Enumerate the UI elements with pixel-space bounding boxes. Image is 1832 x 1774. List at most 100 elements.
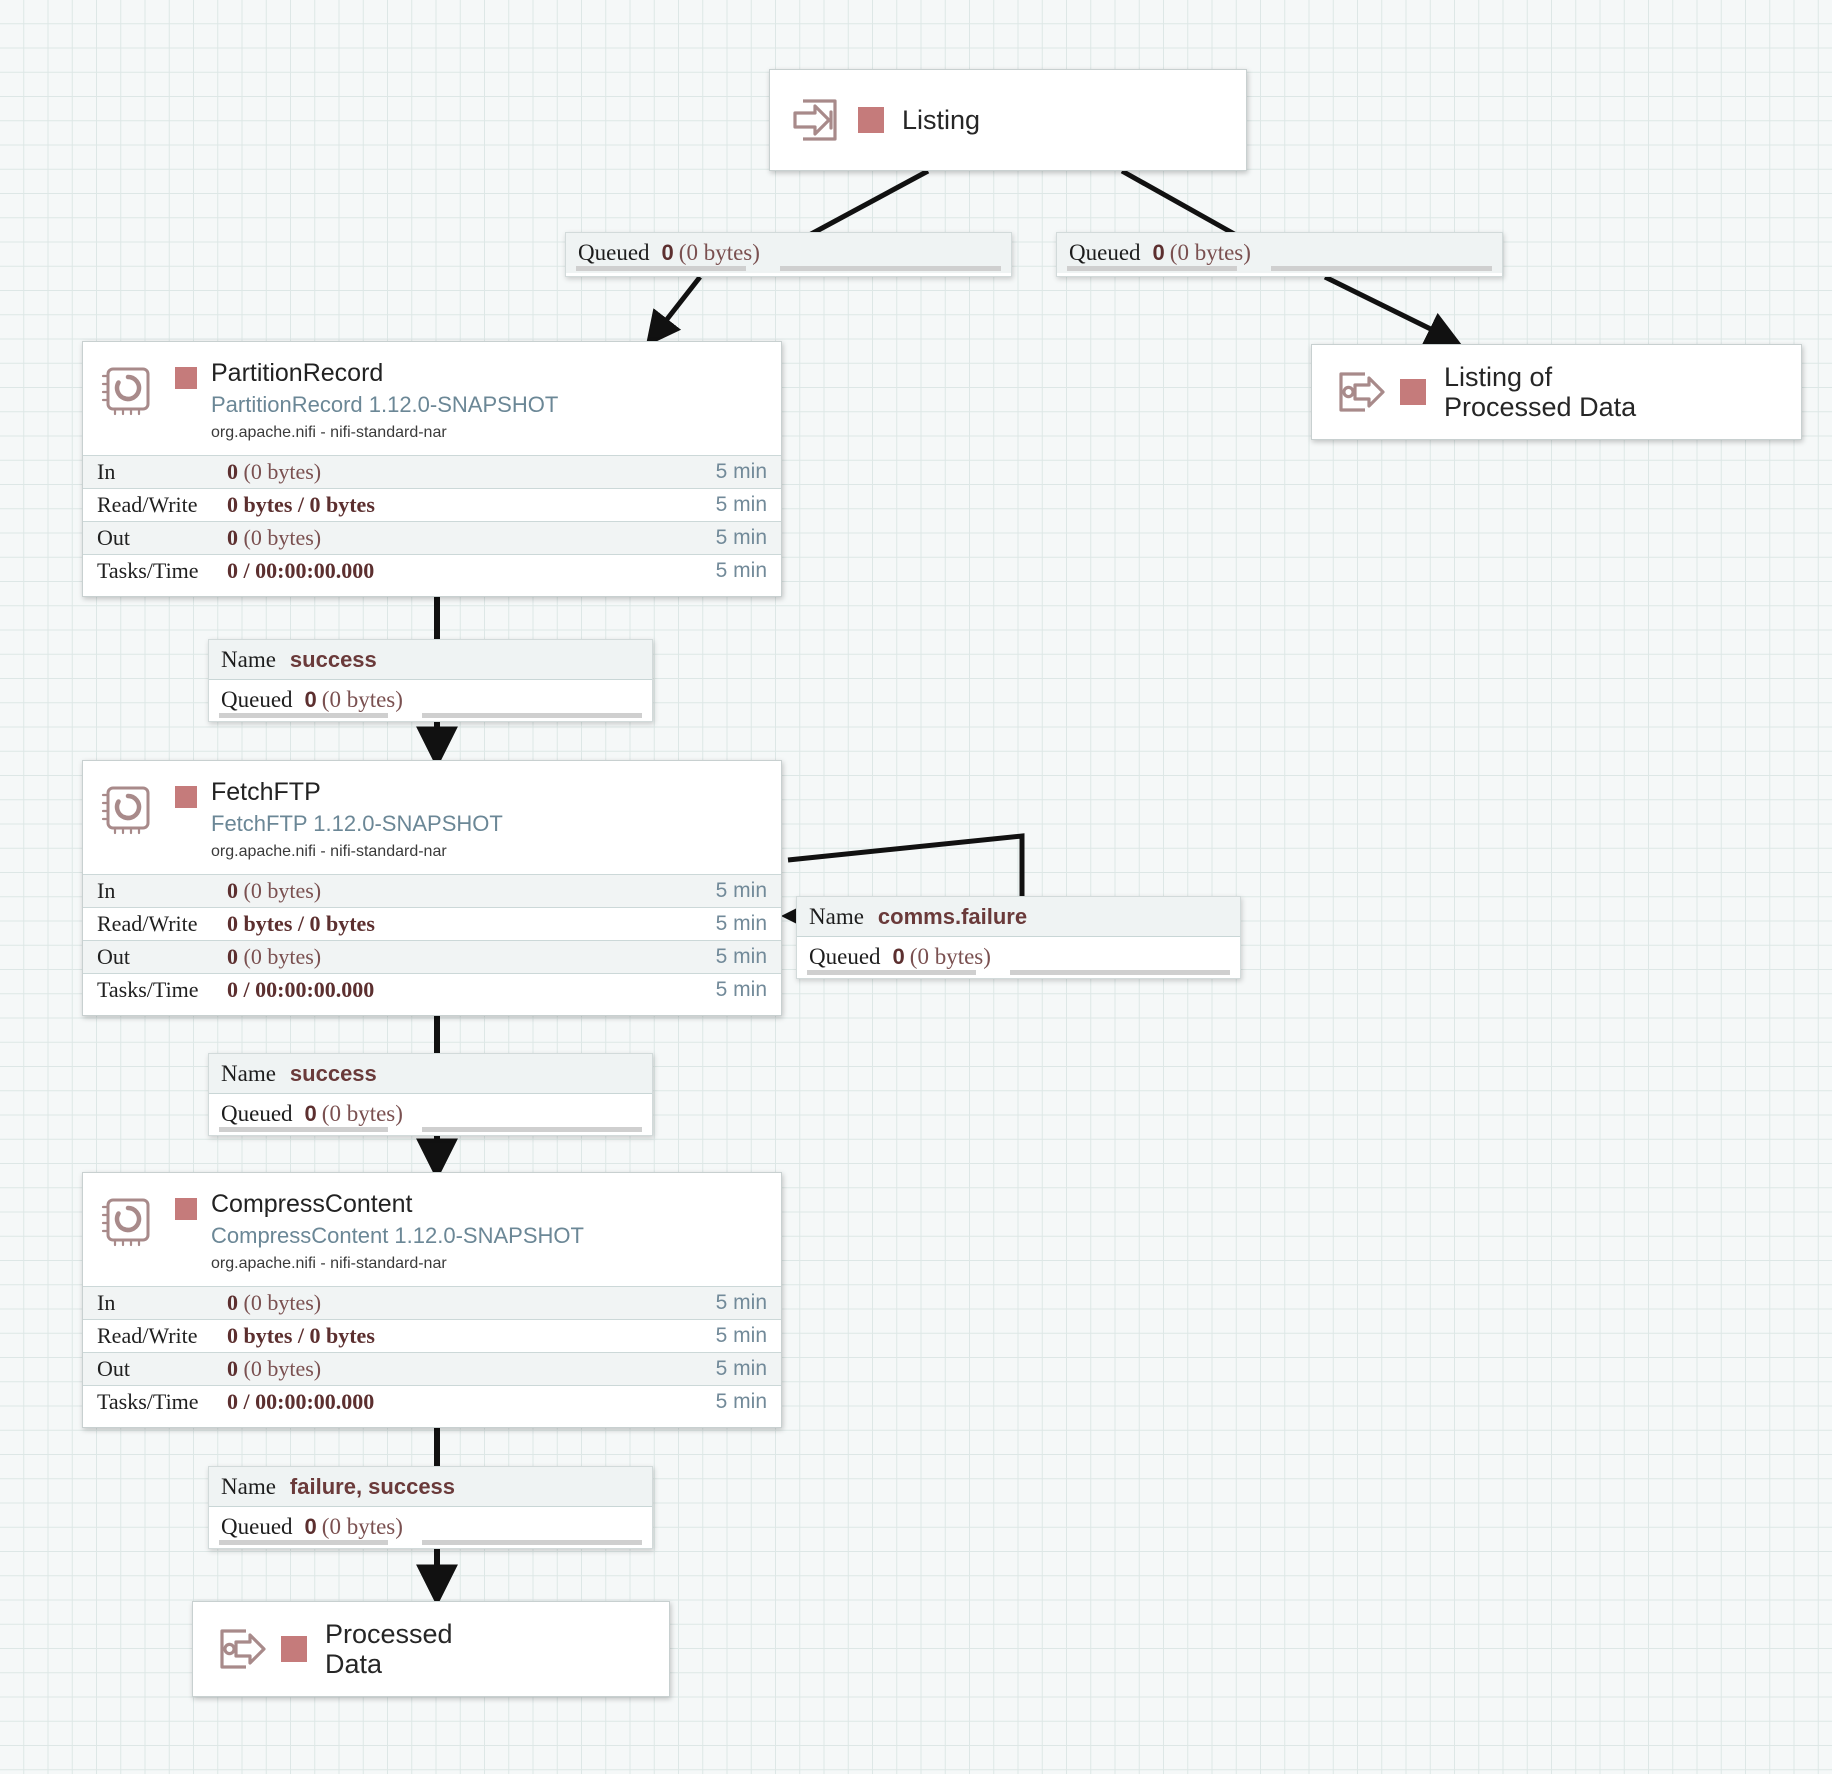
queued-key: Queued [578, 240, 650, 265]
node-output-port-processed-data[interactable]: Processed Data [192, 1601, 670, 1697]
connection-label-listing-to-listing-of-processed[interactable]: Queued 0 (0 bytes) [1056, 232, 1503, 277]
stat-label: Tasks/Time [97, 977, 199, 1003]
connection-name-key: Name [809, 903, 864, 929]
queued-row: Queued 0 (0 bytes) [209, 1507, 652, 1547]
stat-time: 5 min [715, 945, 767, 969]
queued-row: Queued 0 (0 bytes) [1057, 233, 1502, 273]
connection-name-row: Name success [209, 640, 652, 680]
stat-label: Read/Write [97, 1323, 198, 1349]
connection-name-row: Name comms.failure [797, 897, 1240, 937]
stat-value-bold: 0 / 00:00:00.000 [227, 977, 375, 1003]
output-port-icon [1330, 364, 1386, 420]
stat-value-bold: 0 / 00:00:00.000 [227, 558, 375, 584]
stat-label: Out [97, 525, 130, 551]
queue-capacity-bars [797, 970, 1240, 975]
node-processor-fetchftp[interactable]: FetchFTP FetchFTP 1.12.0-SNAPSHOT org.ap… [82, 760, 782, 1016]
stat-row-out: Out 0 (0 bytes) 5 min [83, 940, 781, 974]
connection-label-listing-to-partitionrecord[interactable]: Queued 0 (0 bytes) [565, 232, 1012, 277]
processor-header: PartitionRecord PartitionRecord 1.12.0-S… [83, 342, 781, 456]
node-input-port-listing[interactable]: Listing [769, 69, 1247, 171]
node-processor-compresscontent[interactable]: CompressContent CompressContent 1.12.0-S… [82, 1172, 782, 1428]
queued-bytes: (0 bytes) [1169, 240, 1251, 265]
status-swatch [175, 786, 197, 808]
processor-header: FetchFTP FetchFTP 1.12.0-SNAPSHOT org.ap… [83, 761, 781, 875]
stat-time: 5 min [715, 1357, 767, 1381]
stat-row-in: In 0 (0 bytes) 5 min [83, 455, 781, 489]
edge-right-queued-to-listing-of-processed [1323, 274, 1462, 345]
processor-type-version: FetchFTP 1.12.0-SNAPSHOT [211, 811, 503, 836]
stat-value: 0 / 00:00:00.000 [227, 558, 716, 584]
queued-count: 0 [304, 1101, 317, 1126]
edge-listing-to-right-queued [1120, 168, 1247, 243]
stat-value-bold: 0 bytes / 0 bytes [227, 911, 375, 937]
queued-row: Queued 0 (0 bytes) [566, 233, 1011, 273]
connection-name-value: success [289, 1060, 377, 1086]
stat-value: 0 (0 bytes) [227, 878, 716, 904]
queued-key: Queued [221, 687, 293, 712]
node-processor-partitionrecord[interactable]: PartitionRecord PartitionRecord 1.12.0-S… [82, 341, 782, 597]
queued-key: Queued [1069, 240, 1141, 265]
connection-name-key: Name [221, 646, 276, 672]
processor-icon [97, 360, 159, 422]
stat-value: 0 bytes / 0 bytes [227, 1323, 716, 1349]
output-port-label: Listing of Processed Data [1444, 361, 1637, 423]
connection-name-value: failure, success [289, 1473, 456, 1499]
stat-value: 0 bytes / 0 bytes [227, 911, 716, 937]
stat-label: Out [97, 944, 130, 970]
connection-label-fetchftp-to-compresscontent[interactable]: Name success Queued 0 (0 bytes) [208, 1053, 653, 1136]
queued-bytes: (0 bytes) [321, 1514, 403, 1539]
connection-name-key: Name [221, 1060, 276, 1086]
processor-icon [97, 1191, 159, 1253]
stat-value: 0 / 00:00:00.000 [227, 1389, 716, 1415]
stat-row-out: Out 0 (0 bytes) 5 min [83, 521, 781, 555]
queue-capacity-bars [566, 266, 1011, 271]
processor-name: FetchFTP [211, 778, 321, 806]
edge-fetchftp-comms-failure-loop [787, 833, 1025, 905]
connection-name-value: comms.failure [877, 903, 1028, 929]
queue-capacity-bars [209, 713, 652, 718]
processor-bundle: org.apache.nifi - nifi-standard-nar [211, 423, 447, 441]
stat-value-rest: (0 bytes) [238, 1290, 322, 1316]
stat-time: 5 min [715, 526, 767, 550]
connection-label-compresscontent-to-processed-data[interactable]: Name failure, success Queued 0 (0 bytes) [208, 1466, 653, 1549]
processor-header: CompressContent CompressContent 1.12.0-S… [83, 1173, 781, 1287]
queued-bytes: (0 bytes) [909, 944, 991, 969]
stat-label: Read/Write [97, 492, 198, 518]
stat-value-bold: 0 [227, 944, 238, 970]
stat-label: In [97, 459, 116, 485]
queue-capacity-bars [209, 1540, 652, 1545]
stat-value: 0 (0 bytes) [227, 1356, 716, 1382]
stat-label: Out [97, 1356, 130, 1382]
connection-name-row: Name success [209, 1054, 652, 1094]
stat-value-bold: 0 bytes / 0 bytes [227, 1323, 375, 1349]
node-output-port-listing-of-processed-data[interactable]: Listing of Processed Data [1311, 344, 1802, 440]
connection-label-partitionrecord-to-fetchftp[interactable]: Name success Queued 0 (0 bytes) [208, 639, 653, 722]
stat-row-in: In 0 (0 bytes) 5 min [83, 1286, 781, 1320]
stat-row-read-write: Read/Write 0 bytes / 0 bytes 5 min [83, 488, 781, 522]
status-swatch [175, 1198, 197, 1220]
connection-name-key: Name [221, 1473, 276, 1499]
stat-value: 0 (0 bytes) [227, 525, 716, 551]
stat-row-in: In 0 (0 bytes) 5 min [83, 874, 781, 908]
connection-label-fetchftp-comms-failure[interactable]: Name comms.failure Queued 0 (0 bytes) [796, 896, 1241, 979]
stat-value-bold: 0 [227, 878, 238, 904]
queued-key: Queued [221, 1101, 293, 1126]
stat-time: 5 min [715, 1390, 767, 1414]
status-swatch [175, 367, 197, 389]
stat-time: 5 min [715, 1324, 767, 1348]
status-swatch [281, 1636, 307, 1662]
processor-type-version: CompressContent 1.12.0-SNAPSHOT [211, 1223, 584, 1248]
connection-name-row: Name failure, success [209, 1467, 652, 1507]
stat-row-tasks-time: Tasks/Time 0 / 00:00:00.000 5 min [83, 973, 781, 1007]
queued-count: 0 [661, 240, 674, 265]
stat-value: 0 (0 bytes) [227, 1290, 716, 1316]
stat-label: Read/Write [97, 911, 198, 937]
processor-type-version: PartitionRecord 1.12.0-SNAPSHOT [211, 392, 559, 417]
queued-row: Queued 0 (0 bytes) [797, 937, 1240, 977]
stat-value-bold: 0 [227, 525, 238, 551]
stat-value-rest: (0 bytes) [238, 525, 322, 551]
edge-listing-to-left-queued [798, 168, 930, 243]
stat-value-bold: 0 [227, 459, 238, 485]
stat-value: 0 (0 bytes) [227, 459, 716, 485]
